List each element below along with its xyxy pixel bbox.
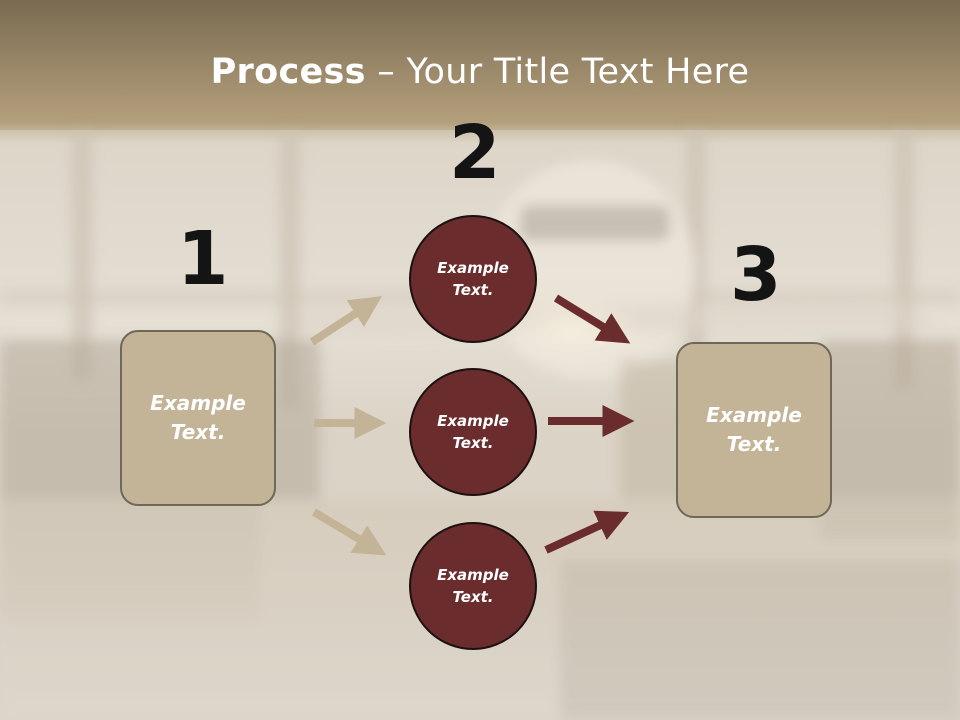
circle-bottom-text: Example Text.	[437, 565, 509, 607]
title-rest: – Your Title Text Here	[365, 52, 750, 92]
title-bold: Process	[210, 52, 366, 92]
step-3-box: Example Text.	[676, 342, 832, 518]
step-2-circle-bottom: Example Text.	[409, 522, 537, 650]
step-number-2: 2	[449, 110, 501, 196]
arrow-right-bottom	[544, 510, 630, 554]
step-3-text: Example Text.	[706, 403, 802, 456]
arrow-right-top	[553, 294, 631, 344]
arrow-left-top	[309, 296, 383, 346]
step-1-box: Example Text.	[120, 330, 276, 506]
step-number-1: 1	[177, 216, 229, 302]
arrow-left-bottom	[311, 508, 387, 556]
circle-top-text: Example Text.	[437, 258, 509, 300]
slide-title: Process – Your Title Text Here	[0, 52, 960, 92]
step-number-3: 3	[730, 232, 782, 318]
step-1-text: Example Text.	[150, 391, 246, 444]
step-2-circle-top: Example Text.	[409, 215, 537, 343]
circle-middle-text: Example Text.	[437, 411, 509, 453]
step-2-circle-middle: Example Text.	[409, 368, 537, 496]
